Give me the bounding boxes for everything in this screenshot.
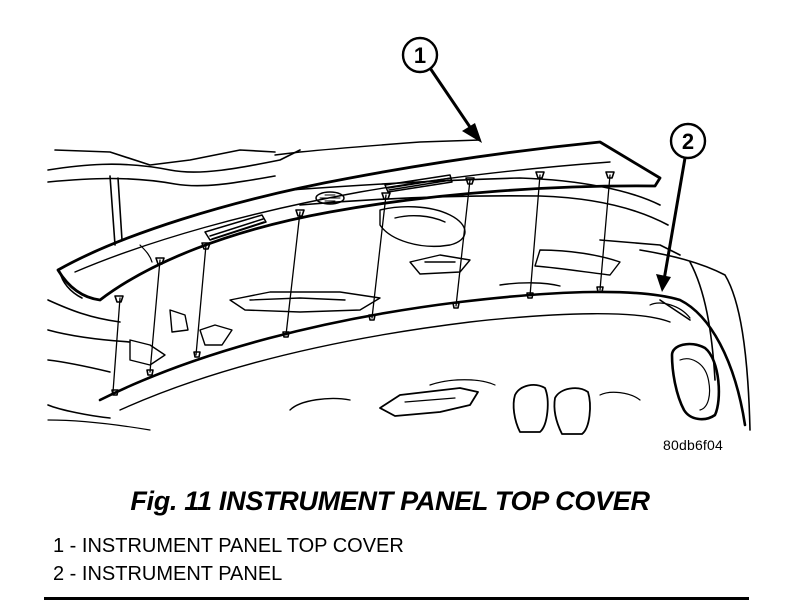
- legend-label: INSTRUMENT PANEL TOP COVER: [81, 535, 404, 557]
- legend-item: 2 - INSTRUMENT PANEL: [53, 560, 404, 588]
- callout-2: 2: [669, 122, 707, 160]
- legend-number: 1: [53, 535, 65, 557]
- figure-code: 80db6f04: [663, 437, 723, 453]
- leader-lines: [428, 66, 687, 282]
- callout-1-number: 1: [414, 43, 426, 68]
- top-cover: [56, 139, 662, 302]
- fastener-guide-lines: [112, 174, 611, 393]
- dash-internals: [129, 206, 621, 366]
- legend-separator: -: [64, 535, 82, 557]
- instrument-panel: [47, 290, 747, 435]
- callout-2-number: 2: [682, 129, 694, 154]
- legend-item: 1 - INSTRUMENT PANEL TOP COVER: [53, 532, 404, 560]
- leader-arrowheads: [462, 123, 671, 292]
- speaker-grille: [315, 191, 345, 205]
- figure-caption: Fig. 11 INSTRUMENT PANEL TOP COVER: [130, 486, 650, 516]
- legend: 1 - INSTRUMENT PANEL TOP COVER 2 - INSTR…: [53, 532, 404, 588]
- defroster-grilles: [204, 174, 453, 241]
- callout-1: 1: [401, 36, 439, 74]
- instrument-panel-illustration: 1 2: [47, 36, 751, 435]
- legend-separator: -: [64, 563, 82, 585]
- legend-number: 2: [53, 563, 65, 585]
- legend-label: INSTRUMENT PANEL: [81, 563, 283, 585]
- bottom-rule: [44, 597, 749, 600]
- cowl-structure: [47, 149, 751, 431]
